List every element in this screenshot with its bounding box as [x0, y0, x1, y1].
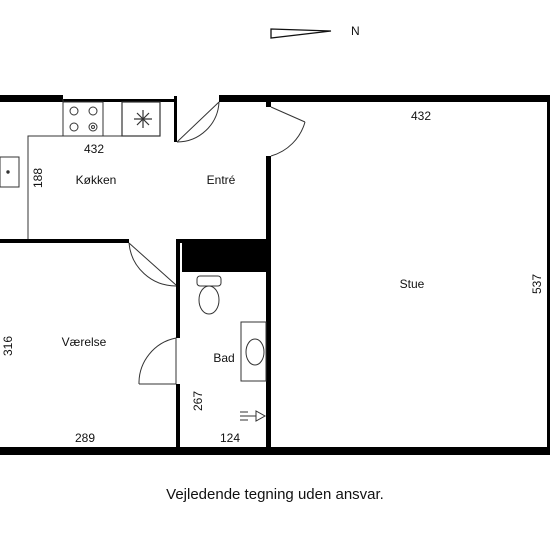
fridge-icon	[121, 101, 161, 137]
dimension-bath-width: 124	[220, 431, 240, 445]
interior-walls	[0, 96, 271, 447]
dimension-living-width: 432	[411, 109, 431, 123]
dimension-living-depth: 537	[530, 274, 544, 294]
kitchen-sink-icon	[0, 156, 20, 188]
room-label-bedroom: Værelse	[62, 335, 107, 349]
living-room-door-icon	[270, 106, 306, 157]
room-label-entry: Entré	[207, 173, 236, 187]
bedroom-door-icon	[128, 242, 177, 287]
room-label-living: Stue	[400, 277, 425, 291]
exterior-walls	[0, 95, 550, 455]
dimension-bedroom-depth: 316	[1, 336, 15, 356]
room-label-bath: Bad	[213, 351, 234, 365]
entrance-door-icon	[176, 101, 220, 143]
north-label: N	[351, 24, 360, 38]
bathroom-door-icon	[138, 337, 177, 385]
installation-shaft	[182, 243, 266, 272]
dimension-kitchen-depth: 188	[31, 168, 45, 188]
disclaimer-caption: Vejledende tegning uden ansvar.	[166, 486, 384, 503]
kitchen-counter	[27, 99, 160, 239]
bathroom-sink-icon	[240, 321, 267, 382]
toilet-icon	[196, 275, 222, 315]
dimension-bedroom-width: 289	[75, 431, 95, 445]
room-label-kitchen: Køkken	[76, 173, 117, 187]
dimension-kitchen-width: 432	[84, 142, 104, 156]
north-arrow-icon	[270, 28, 332, 39]
shower-icon	[240, 410, 267, 422]
stove-icon	[62, 101, 104, 137]
dimension-bath-depth: 267	[191, 391, 205, 411]
